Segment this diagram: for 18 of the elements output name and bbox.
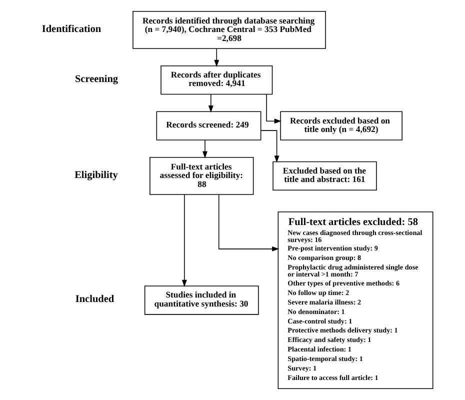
arrow [202,140,207,158]
node-box: Excluded based on the title and abstract: 161 [272,161,376,191]
arrow [214,48,219,67]
node-box: Records after duplicates removed: 4,941 [160,65,272,95]
label: Screening [74,74,118,85]
label: Identification [41,24,101,35]
arrow [218,194,279,252]
node-box: Records screened: 249 [156,111,261,140]
node-box: Studies included in quantitative synthesis: 30 [144,286,258,315]
arrow [208,94,213,113]
node-box: Records excluded based on title only (n = 4,692) [280,111,402,140]
label: Included [74,294,114,306]
arrow [260,130,279,163]
node-box: Records identified through database searching (n = 7,940), Cochrane Central = 353 PubMed =2,698 [132,11,326,49]
label: Eligibility [74,170,118,181]
arrow [266,94,281,124]
arrow [181,194,186,287]
node-box: Full-text articles assessed for eligibility: 88 [149,157,254,195]
